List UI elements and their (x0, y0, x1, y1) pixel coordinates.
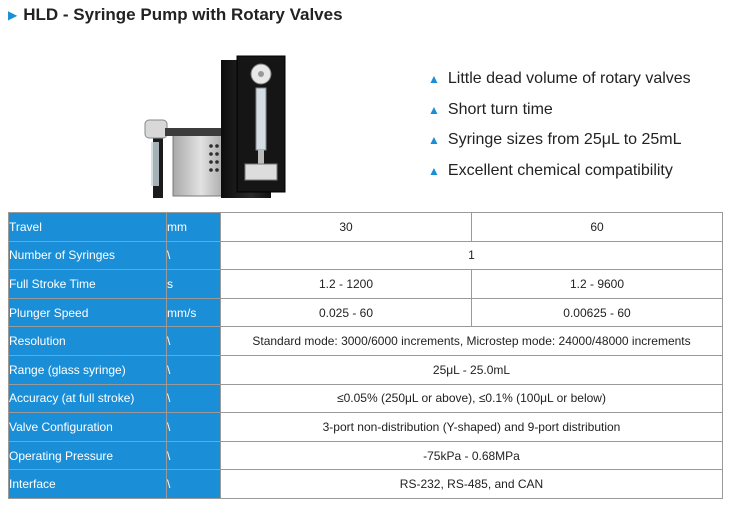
feature-text: Syringe sizes from 25μL to 25mL (447, 131, 682, 149)
page-title: ▶ HLD - Syringe Pump with Rotary Valves (8, 4, 343, 26)
spec-value: 1 (220, 240, 723, 271)
small-pump-valve (144, 119, 168, 139)
spec-unit: s (166, 269, 221, 299)
spec-unit: \ (166, 469, 221, 499)
spec-unit: \ (166, 383, 221, 414)
spec-value: 3-port non-distribution (Y-shaped) and 9… (220, 412, 723, 442)
table-row: Resolution \ Standard mode: 3000/6000 in… (8, 326, 723, 356)
spec-unit: mm (166, 212, 221, 242)
table-row: Accuracy (at full stroke) \ ≤0.05% (250μ… (8, 383, 723, 414)
feature-item: ▲ Excellent chemical compatibility (428, 156, 691, 187)
feature-text: Excellent chemical compatibility (447, 161, 673, 179)
table-row: Interface \ RS-232, RS-485, and CAN (8, 469, 723, 499)
triangle-up-icon: ▲ (428, 72, 440, 87)
spec-label: Accuracy (at full stroke) (8, 383, 167, 414)
spec-value: 0.00625 - 60 (471, 297, 723, 328)
valve-center-icon (258, 71, 264, 77)
spec-value: 30 (220, 212, 472, 242)
feature-list: ▲ Little dead volume of rotary valves ▲ Sh… (428, 64, 691, 186)
feature-text: Little dead volume of rotary valves (447, 70, 691, 88)
spec-value: 60 (471, 212, 723, 242)
feature-item: ▲ Little dead volume of rotary valves (428, 64, 691, 95)
spec-value: -75kPa - 0.68MPa (220, 440, 723, 471)
tall-pump-syringe (255, 87, 267, 151)
spec-label: Plunger Speed (8, 297, 167, 328)
spec-value: 1.2 - 1200 (220, 269, 472, 299)
feature-item: ▲ Syringe sizes from 25μL to 25mL (428, 125, 691, 156)
spec-unit: \ (166, 412, 221, 442)
spec-unit: \ (166, 326, 221, 356)
spec-label: Interface (8, 469, 167, 499)
spec-label: Operating Pressure (8, 440, 167, 471)
spec-label: Number of Syringes (8, 240, 167, 271)
triangle-up-icon: ▲ (428, 163, 440, 178)
tall-pump-label (244, 163, 278, 181)
table-row: Range (glass syringe) \ 25μL - 25.0mL (8, 354, 723, 385)
triangle-up-icon: ▲ (428, 133, 440, 148)
spec-value: ≤0.05% (250μL or above), ≤0.1% (100μL or… (220, 383, 723, 414)
table-row: Plunger Speed mm/s 0.025 - 60 0.00625 - … (8, 297, 723, 328)
table-row: Number of Syringes \ 1 (8, 240, 723, 271)
product-photo (144, 55, 286, 198)
triangle-right-icon: ▶ (8, 8, 18, 22)
small-pump-top (165, 128, 233, 136)
triangle-up-icon: ▲ (428, 102, 440, 117)
feature-text: Short turn time (447, 100, 553, 118)
page-title-text: HLD - Syringe Pump with Rotary Valves (23, 5, 343, 24)
table-row: Travel mm 30 60 (8, 212, 723, 242)
spec-label: Range (glass syringe) (8, 354, 167, 385)
spec-value: Standard mode: 3000/6000 increments, Mic… (220, 326, 723, 356)
spec-unit: \ (166, 354, 221, 385)
spec-label: Travel (8, 212, 167, 242)
table-row: Operating Pressure \ -75kPa - 0.68MPa (8, 440, 723, 471)
spec-unit: \ (166, 240, 221, 271)
spec-label: Full Stroke Time (8, 269, 167, 299)
spec-unit: mm/s (166, 297, 221, 328)
spec-value: 25μL - 25.0mL (220, 354, 723, 385)
spec-value: RS-232, RS-485, and CAN (220, 469, 723, 499)
spec-unit: \ (166, 440, 221, 471)
table-row: Full Stroke Time s 1.2 - 1200 1.2 - 9600 (8, 269, 723, 299)
spec-label: Resolution (8, 326, 167, 356)
spec-table: Travel mm 30 60 Number of Syringes \ 1 F… (8, 212, 723, 499)
spec-value: 1.2 - 9600 (471, 269, 723, 299)
spec-label: Valve Configuration (8, 412, 167, 442)
spec-value: 0.025 - 60 (220, 297, 472, 328)
table-row: Valve Configuration \ 3-port non-distrib… (8, 412, 723, 442)
feature-item: ▲ Short turn time (428, 95, 691, 126)
tall-pump-plunger (258, 150, 264, 164)
small-pump-body (172, 133, 230, 197)
small-pump-syringe (151, 142, 159, 186)
